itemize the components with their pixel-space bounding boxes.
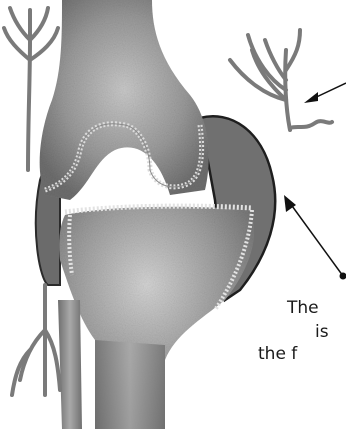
nerve-branch-bottom-left <box>12 285 60 395</box>
pointer-arrow-lower <box>284 195 346 280</box>
nerve-branch-top-right <box>230 30 332 130</box>
caption-line-1: The <box>287 298 319 318</box>
femur <box>40 0 209 200</box>
caption-line-3: the f <box>258 344 297 364</box>
fibula <box>58 300 82 429</box>
caption-line-2: is <box>315 322 329 342</box>
pointer-arrow-upper <box>304 83 346 103</box>
